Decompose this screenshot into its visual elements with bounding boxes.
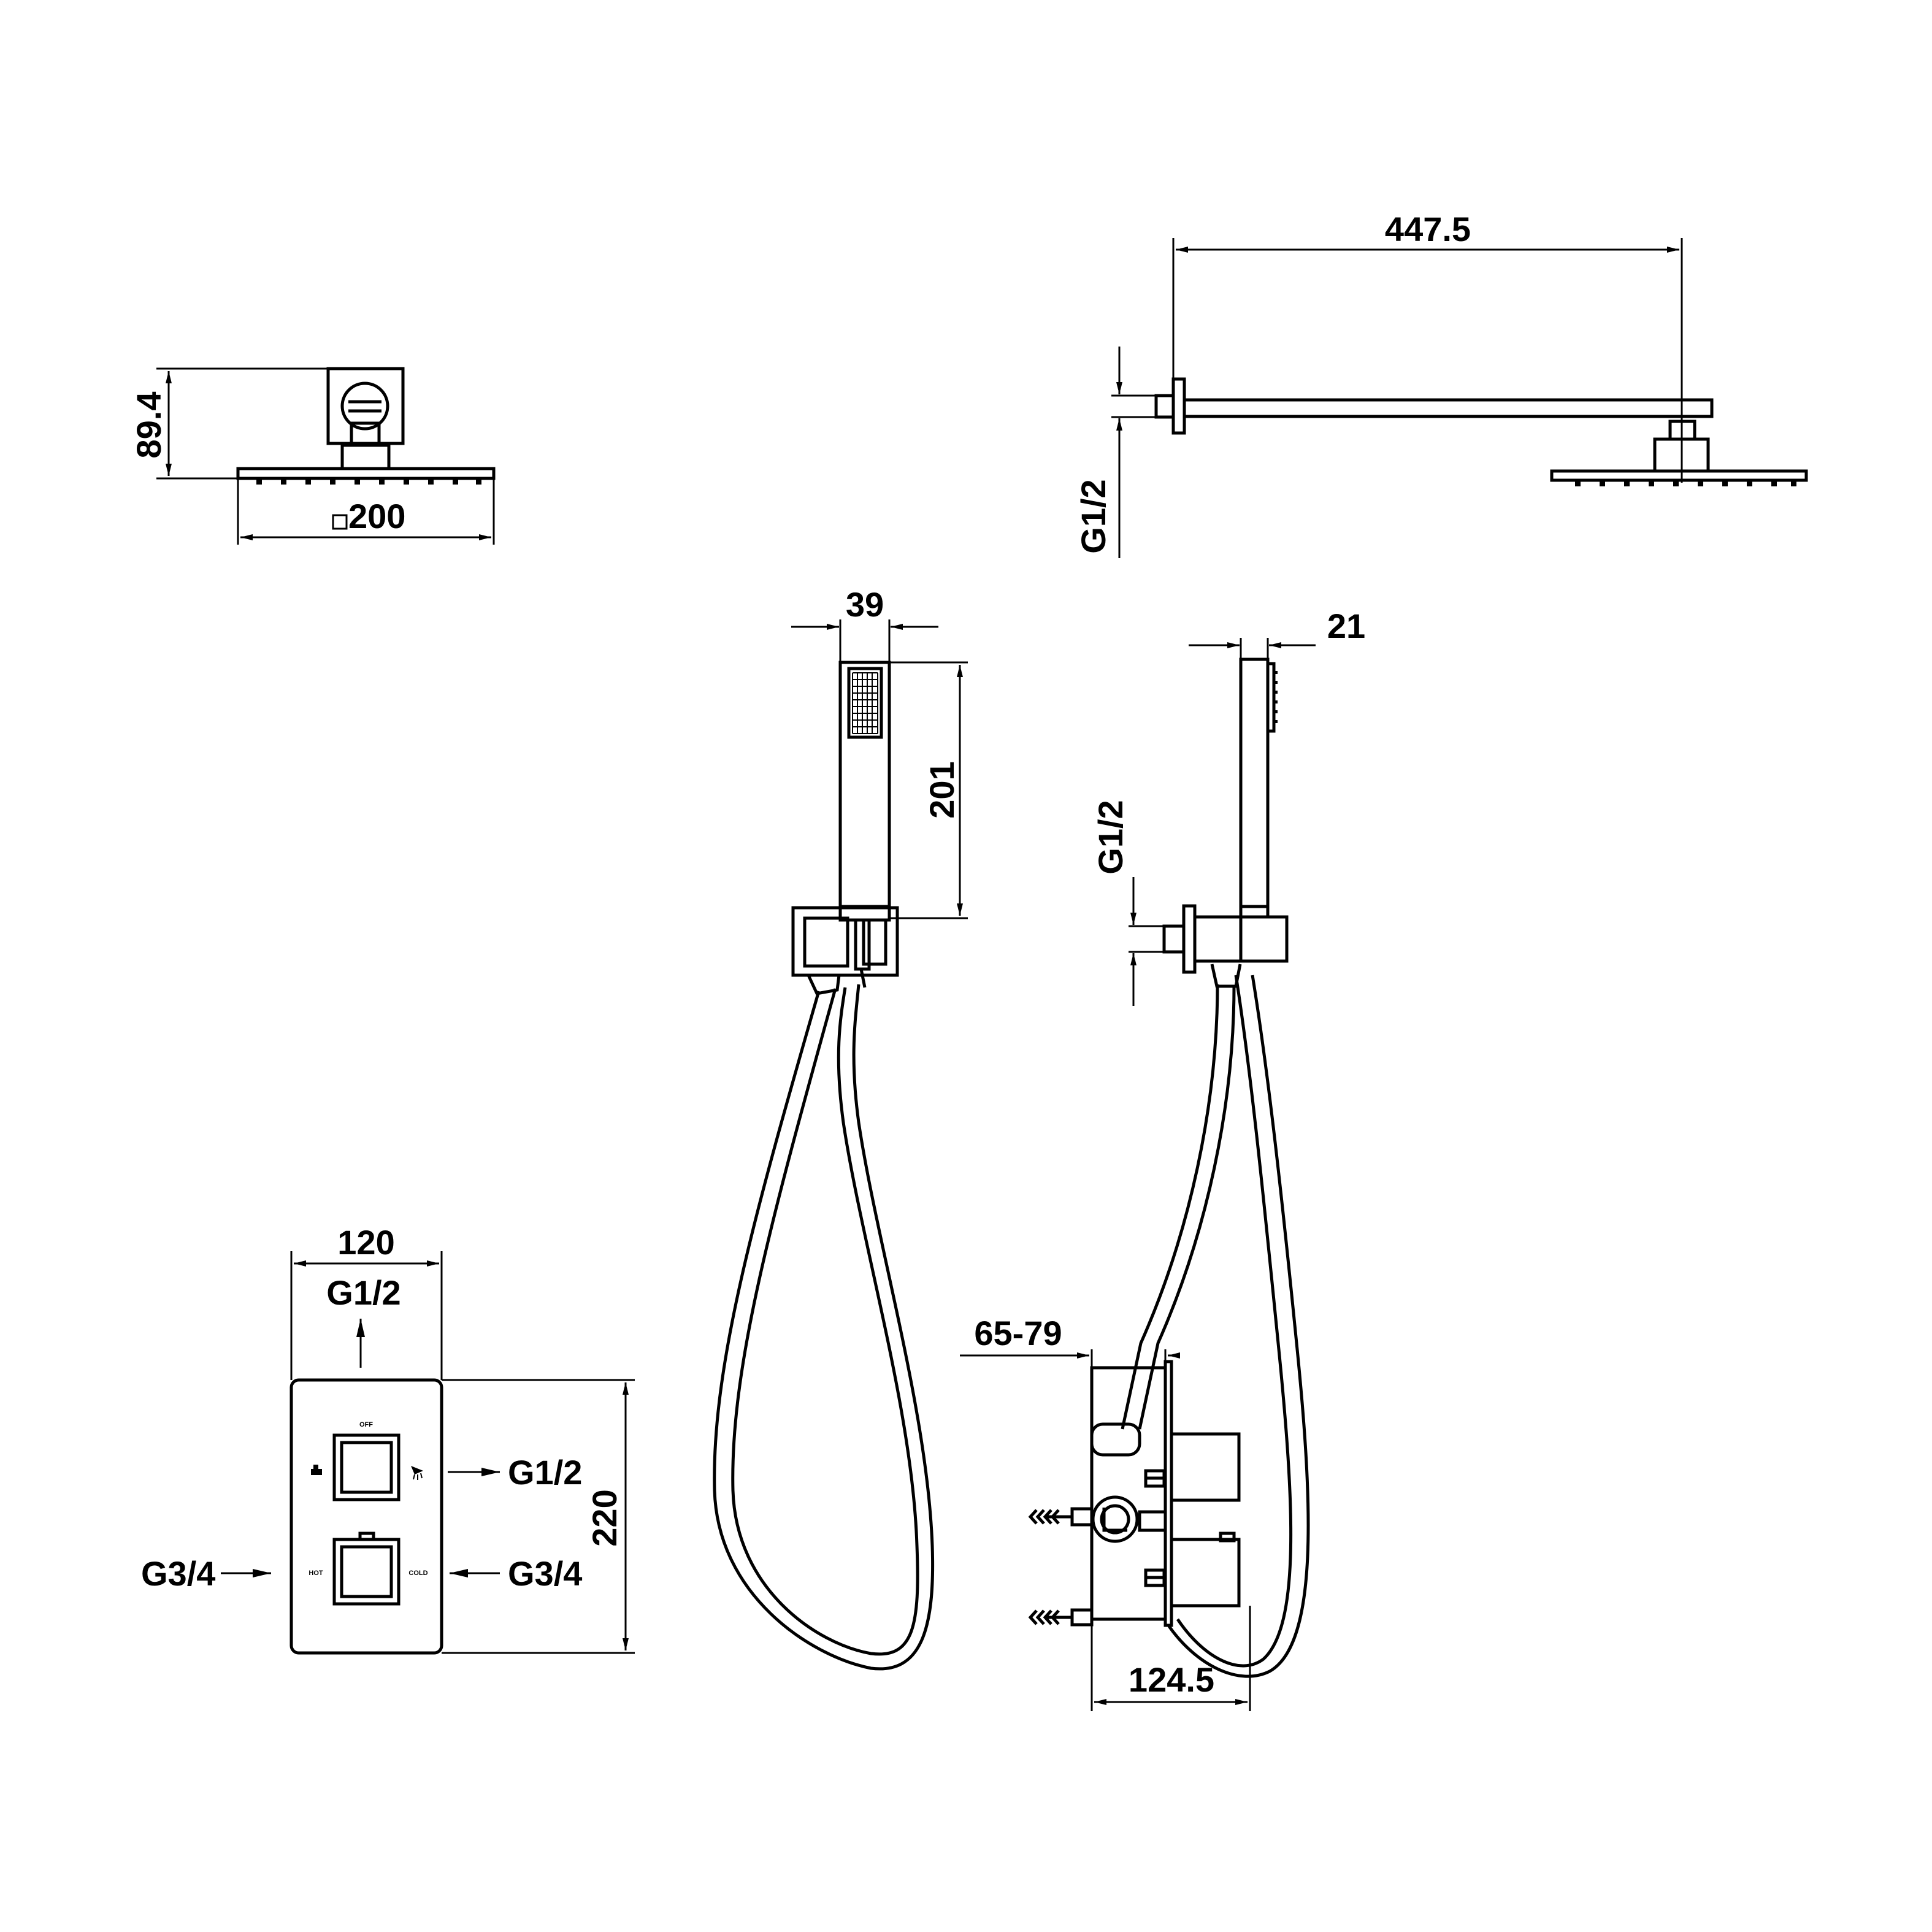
- valve-dial-inner: [1100, 1504, 1130, 1535]
- valve-side-details: [1138, 1469, 1167, 1587]
- valve-depth-label: 124.5: [1129, 1660, 1214, 1699]
- wall-bracket: [326, 367, 405, 445]
- arm-wall-flange: [1171, 377, 1186, 435]
- handle-marker: [1219, 1531, 1236, 1543]
- upper-handle-outer: [332, 1433, 401, 1501]
- hand-shower-side-body: [1239, 657, 1270, 919]
- hand-shower-spray-face: [847, 667, 883, 739]
- hand-width-label: 39: [846, 585, 884, 624]
- hose-connector-right: [859, 968, 867, 988]
- mounting-anchor-upper: [1028, 1507, 1094, 1527]
- plate-height-label: 220: [585, 1489, 624, 1546]
- rain-shower-icon: [411, 1466, 423, 1480]
- arm-thread-label: G1/2: [1074, 479, 1113, 553]
- hand-shower-side-view: G1/2 21: [1091, 607, 1365, 1678]
- bracket-ball: [340, 381, 389, 431]
- lower-handle-side: [1170, 1538, 1241, 1608]
- spray-nozzle-grid: [852, 672, 878, 734]
- valve-cover-plate: [289, 1378, 443, 1655]
- head-nozzles: [256, 480, 481, 485]
- head-height-label: 89.4: [129, 392, 168, 459]
- outlet-right-label: G1/2: [508, 1453, 582, 1492]
- holder-clip: [862, 918, 887, 966]
- upper-handle-side: [1170, 1432, 1241, 1502]
- head-connector: [340, 443, 391, 470]
- off-label: OFF: [359, 1421, 373, 1428]
- hand-depth-label: 21: [1327, 607, 1365, 645]
- outlet-top-label: G1/2: [326, 1273, 401, 1312]
- valve-front-view: OFF HOT COLD 120 G1/2 220 G1/2 G3/4 G3/4: [141, 1223, 635, 1655]
- dial-indicator: [1102, 1508, 1127, 1532]
- lower-handle-inner: [340, 1545, 393, 1598]
- lower-handle-outer: [332, 1538, 401, 1606]
- side-holder-thread: [1162, 924, 1186, 954]
- hand-shower-front-view: 39 201: [713, 585, 968, 1671]
- shower-hose: [713, 984, 935, 1671]
- inlet-left-label: G3/4: [141, 1554, 215, 1593]
- valve-side-view: 65-79 124.5: [960, 1314, 1251, 1711]
- spray-face-profile: [1266, 662, 1276, 733]
- arm-thread-stub: [1154, 394, 1175, 419]
- hose-connector-side: [1210, 964, 1242, 988]
- upper-handle-inner: [340, 1441, 393, 1494]
- mounting-anchor-lower: [1028, 1608, 1094, 1627]
- shower-arm: [1183, 398, 1714, 418]
- shower-arm-side-view: 447.5 G1/2: [1074, 210, 1808, 558]
- head-size-label: 200: [348, 497, 405, 535]
- plate-width-label: 120: [337, 1223, 394, 1262]
- side-holder-flange: [1182, 904, 1197, 974]
- cold-label: COLD: [408, 1570, 427, 1577]
- elbow-thread-label: G1/2: [1091, 800, 1130, 874]
- outlet-nipple-side: [1090, 1422, 1141, 1457]
- ball-band: [348, 400, 381, 413]
- nozzle-profile: [1274, 671, 1278, 723]
- arm-length-label: 447.5: [1385, 210, 1471, 248]
- lower-handle-marker: [358, 1531, 375, 1541]
- hand-length-label: 201: [922, 761, 961, 818]
- wall-holder-bracket: [791, 906, 899, 977]
- side-hose: [1121, 975, 1310, 1678]
- inlet-right-label: G3/4: [508, 1554, 582, 1593]
- head-nozzles: [1575, 481, 1796, 486]
- hand-shower-icon: [311, 1465, 322, 1475]
- valve-dial-side: [1091, 1495, 1139, 1543]
- shower-head-side: [1550, 469, 1808, 482]
- wall-holder-inner: [803, 916, 849, 968]
- shower-head-front-view: 89.4 200: [129, 367, 496, 545]
- hose-connector-left: [807, 974, 841, 995]
- install-depth-label: 65-79: [974, 1314, 1062, 1352]
- square-symbol: [332, 514, 348, 530]
- shower-head-plate: [236, 467, 496, 480]
- hot-label: HOT: [309, 1570, 323, 1577]
